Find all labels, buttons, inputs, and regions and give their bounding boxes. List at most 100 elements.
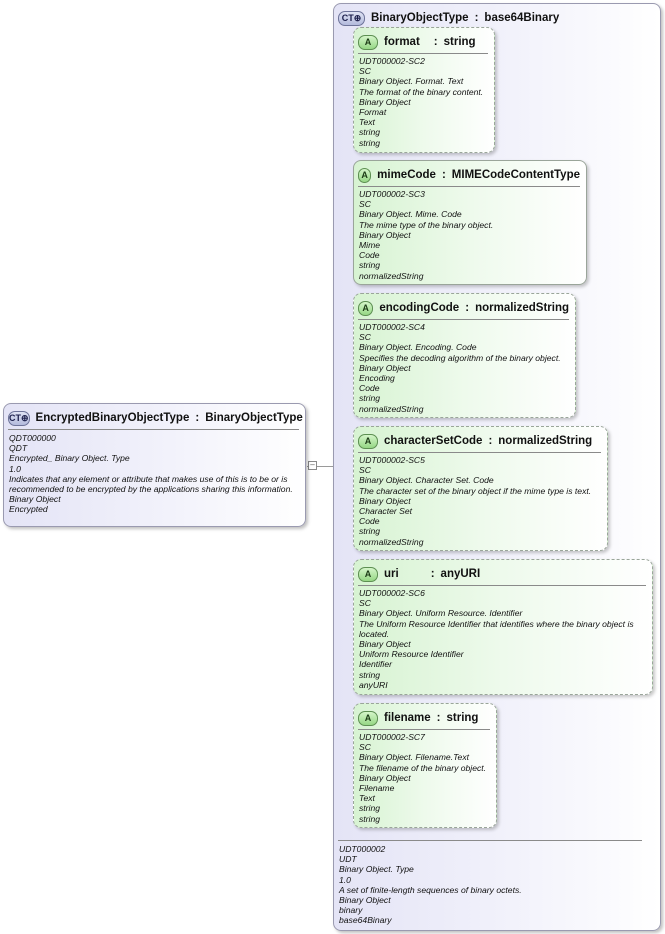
detail-line: UDT000002-SC7 — [359, 732, 425, 742]
attribute-icon: A — [358, 710, 378, 726]
attribute-icon: A — [358, 433, 378, 449]
detail-line: SC — [359, 598, 371, 609]
attribute-type: normalizedString — [475, 302, 569, 314]
detail-line: Encrypted_ Binary Object. Type — [9, 453, 130, 464]
detail-line: string — [359, 127, 381, 138]
attribute-type: anyURI — [440, 568, 481, 580]
detail-line: UDT000002 — [339, 844, 386, 854]
attribute-header: A uri : anyURI — [358, 564, 646, 584]
detail-line: Binary Object — [359, 495, 411, 506]
detail-line: normalizedString — [359, 270, 424, 281]
detail-line: binary — [339, 905, 363, 916]
attribute-type: normalizedString — [498, 435, 593, 447]
detail-line: Indicates that any element or attribute … — [9, 473, 293, 495]
detail-line: Binary Object. Format. Text — [359, 76, 464, 87]
attribute-characterSetCode-box[interactable]: A characterSetCode : normalizedString UD… — [353, 426, 608, 551]
attribute-separator: : — [430, 568, 435, 580]
attribute-encodingCode-box[interactable]: A encodingCode : normalizedString UDT000… — [353, 293, 576, 418]
detail-line: Mime — [359, 240, 381, 251]
attribute-name: uri — [384, 568, 399, 580]
detail-line: 1.0 — [339, 874, 351, 885]
complex-type-icon: CT⊕ — [338, 10, 365, 26]
attribute-details: UDT000002-SC7 SC Binary Object. Filename… — [359, 732, 490, 824]
attribute-separator: : — [436, 712, 441, 724]
detail-line: base64Binary — [339, 915, 392, 926]
detail-line: string — [359, 260, 381, 271]
attribute-name: format — [384, 36, 420, 48]
detail-line: Character Set — [359, 506, 413, 517]
detail-line: 1.0 — [9, 463, 21, 474]
detail-line: Text — [359, 793, 375, 804]
divider — [358, 452, 601, 453]
detail-line: Encoding — [359, 373, 395, 384]
attribute-icon: A — [358, 566, 378, 582]
detail-line: UDT000002-SC5 — [359, 455, 425, 465]
type-base: BinaryObjectType — [205, 412, 303, 424]
attribute-name: mimeCode — [377, 169, 436, 181]
attribute-details: UDT000002-SC2 SC Binary Object. Format. … — [359, 56, 488, 148]
attribute-icon: A — [358, 300, 374, 316]
detail-line: QDT000000 — [9, 433, 56, 443]
type-base: base64Binary — [484, 12, 560, 24]
type-separator: : — [195, 412, 200, 424]
detail-line: string — [359, 813, 381, 824]
attribute-separator: : — [465, 302, 470, 314]
detail-line: Binary Object. Uniform Resource. Identif… — [359, 608, 523, 619]
detail-line: Binary Object — [9, 494, 61, 505]
detail-line: Binary Object — [359, 772, 411, 783]
detail-line: A set of finite-length sequences of bina… — [339, 884, 522, 895]
divider — [358, 729, 490, 730]
detail-line: SC — [359, 66, 371, 77]
detail-line: Binary Object — [359, 229, 411, 240]
type-details: UDT000002 UDT Binary Object. Type 1.0 A … — [339, 844, 654, 926]
attribute-header: A mimeCode : MIMECodeContentType — [358, 165, 580, 185]
type-header: CT⊕ EncryptedBinaryObjectType : BinaryOb… — [8, 408, 303, 428]
attribute-header: A encodingCode : normalizedString — [358, 298, 569, 318]
detail-line: Code — [359, 516, 380, 527]
detail-line: UDT000002-SC3 — [359, 189, 425, 199]
detail-line: SC — [359, 742, 371, 753]
attribute-type: MIMECodeContentType — [451, 169, 580, 181]
attribute-separator: : — [488, 435, 493, 447]
detail-line: Binary Object — [359, 96, 411, 107]
detail-line: Specifies the decoding algorithm of the … — [359, 352, 561, 363]
attribute-details: UDT000002-SC4 SC Binary Object. Encoding… — [359, 322, 569, 414]
attribute-format-box[interactable]: A format : string UDT000002-SC2 SC Binar… — [353, 27, 495, 153]
detail-line: Binary Object — [339, 895, 391, 906]
complex-type-icon: CT⊕ — [8, 410, 30, 426]
detail-line: The filename of the binary object. — [359, 762, 487, 773]
detail-line: Filename — [359, 783, 395, 794]
type-separator: : — [474, 12, 479, 24]
detail-line: Code — [359, 250, 380, 261]
detail-line: string — [359, 669, 381, 680]
detail-line: The character set of the binary object i… — [359, 485, 592, 496]
divider — [8, 429, 299, 430]
attribute-header: A filename : string — [358, 708, 490, 728]
detail-line: Binary Object — [359, 639, 411, 650]
attribute-mimeCode-box[interactable]: A mimeCode : MIMECodeContentType UDT0000… — [353, 160, 587, 285]
encrypted-binary-object-type-box[interactable]: CT⊕ EncryptedBinaryObjectType : BinaryOb… — [3, 403, 306, 527]
type-header: CT⊕ BinaryObjectType : base64Binary — [338, 8, 654, 28]
detail-line: SC — [359, 199, 371, 210]
attribute-header: A characterSetCode : normalizedString — [358, 431, 601, 451]
detail-line: The Uniform Resource Identifier that ide… — [359, 618, 634, 639]
attribute-details: UDT000002-SC5 SC Binary Object. Characte… — [359, 455, 601, 547]
detail-line: Binary Object — [359, 362, 411, 373]
attribute-icon: A — [358, 167, 372, 183]
attribute-name: encodingCode — [379, 302, 460, 314]
attribute-uri-box[interactable]: A uri : anyURI UDT000002-SC6 SC Binary O… — [353, 559, 653, 695]
collapse-toggle[interactable]: – — [308, 461, 317, 470]
detail-line: string — [359, 526, 381, 537]
detail-line: string — [359, 137, 381, 148]
attribute-details: UDT000002-SC6 SC Binary Object. Uniform … — [359, 588, 646, 690]
detail-line: Format — [359, 107, 387, 118]
detail-line: UDT000002-SC6 — [359, 588, 425, 598]
attribute-header: A format : string — [358, 32, 488, 52]
detail-line: Binary Object. Character Set. Code — [359, 475, 494, 486]
attribute-filename-box[interactable]: A filename : string UDT000002-SC7 SC Bin… — [353, 703, 497, 828]
detail-line: Identifier — [359, 659, 392, 670]
divider — [358, 53, 488, 54]
type-details: QDT000000 QDT Encrypted_ Binary Object. … — [9, 433, 299, 515]
type-name: EncryptedBinaryObjectType — [35, 412, 190, 424]
detail-line: QDT — [9, 443, 28, 454]
